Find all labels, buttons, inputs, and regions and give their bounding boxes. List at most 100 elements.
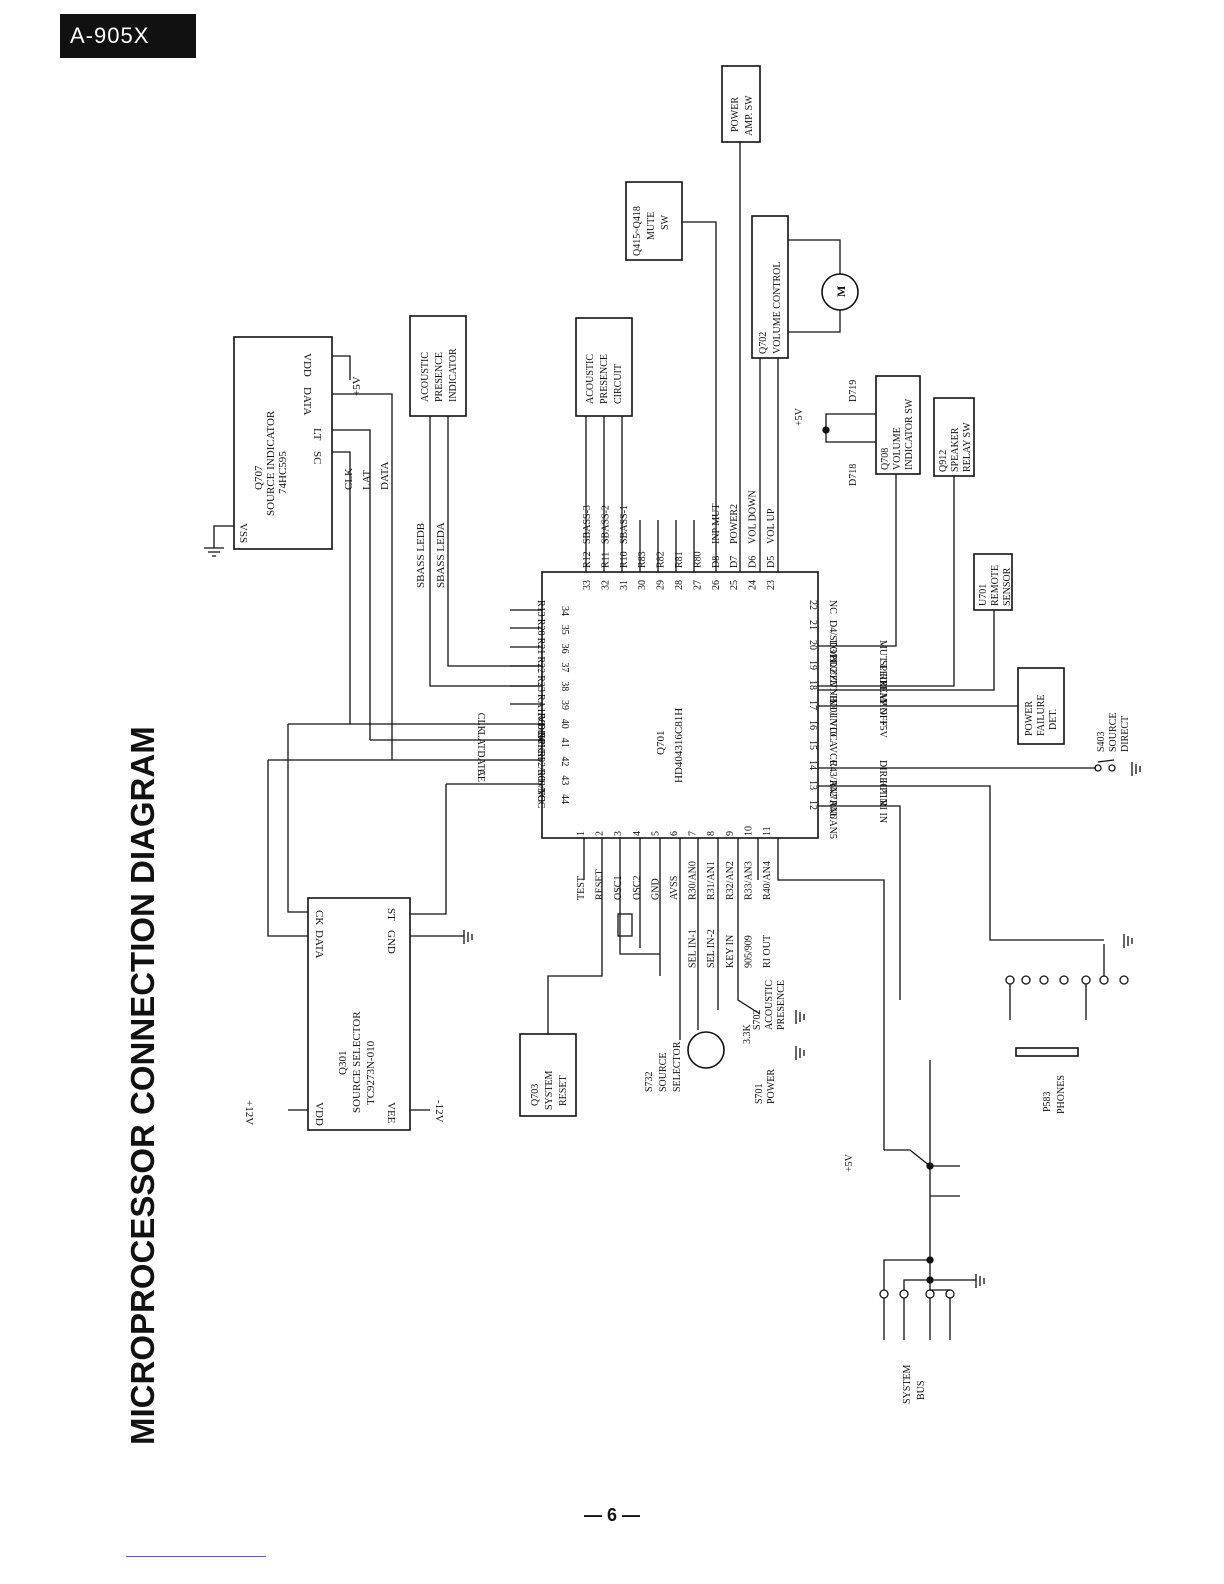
mcu-pin-num: 42 [559,756,570,766]
mcu-pin-signal: VOL DOWN [748,490,759,544]
mcu-pin-name: R40/AN4 [762,861,773,900]
mcu-pin-name: R33/AN3 [743,861,754,900]
mcu-pin-num: 38 [559,681,570,691]
svg-text:CLK: CLK [343,468,355,490]
diode-d719-label: D719 [848,380,859,402]
svg-text:SOURCE: SOURCE [1108,713,1119,752]
volume-control-box: Q702 VOLUME CONTROL M [751,215,859,359]
mcu-pin-num: 2 [595,831,606,836]
mcu-pin-num: 27 [692,580,703,590]
mcu-pin-signal: P OFF [877,700,888,726]
mcu-pin-name: R32/AN2 [725,861,736,900]
mcu-pin-num: 12 [807,800,818,810]
svg-text:RELAY SW: RELAY SW [962,422,973,472]
ground-symbols [204,547,1141,1288]
remote-sensor-box: U701 REMOTE SENSOR [973,553,1013,611]
mcu-pin-name: D4/STOPC [827,620,838,666]
svg-text:PRESENCE: PRESENCE [599,354,610,404]
diode-d718-label: D718 [848,464,859,486]
system-reset-box: Q703 SYSTEM RESET [519,1033,577,1117]
mcu-pin-num: 34 [559,606,570,616]
mcu-pin-num: 36 [559,644,570,654]
svg-text:DATA: DATA [313,930,325,959]
mcu-pin-num: 7 [688,831,699,836]
mcu-pin-num: 8 [706,831,717,836]
mcu-pin-signal: SP RELAY [877,660,888,706]
mcu-pin-name: RESET [595,869,606,900]
svg-text:S701: S701 [754,1083,765,1104]
mcu-pin-name: AVSS [669,876,680,900]
acoustic-circuit-box: ACOUSTIC PRESENCE CIRCUIT [575,317,633,417]
svg-text:SOURCE INDICATOR: SOURCE INDICATOR [265,410,277,516]
svg-text:VDD: VDD [313,1102,325,1126]
mcu-pin-name: R21 [535,638,546,655]
mcu-pin-signal: LAT [475,732,486,750]
mcu-pin-signal: KEY IN [725,935,736,968]
mcu-pin-num: 1 [576,831,587,836]
svg-text:ACOUSTIC: ACOUSTIC [764,980,775,1030]
mcu-pin-name: R41/AN5 [827,800,838,839]
mcu-pin-name: R83 [637,551,648,568]
mcu-pin-num: 37 [559,662,570,672]
mcu-pin-signal: VOL UP [766,508,777,544]
mcu-pin-signal: SBASS-2 [600,505,611,544]
svg-text:SYSTEM: SYSTEM [544,1070,555,1110]
mcu-pin-signal: SEL IN-2 [706,929,717,968]
svg-text:FAILURE: FAILURE [1036,695,1047,736]
svg-text:U701: U701 [978,584,989,606]
mcu-pin-num: 33 [582,580,593,590]
mcu-pin-signal: SBASS-1 [619,505,630,544]
svg-text:POWER: POWER [766,1069,777,1104]
mcu-pin-name: R22 [535,656,546,673]
svg-text:SELECTOR: SELECTOR [672,1041,683,1092]
mcu-pin-name: R02/SO [535,750,546,782]
mcu-pin-signal: CE [475,769,486,782]
svg-text:VEE: VEE [385,1102,397,1124]
mcu-pin-name: R01/SI [535,732,546,760]
mcu-pin-signal: SBASS-3 [582,505,593,544]
mcu-pin-num: 41 [559,738,570,748]
svg-text:DATA: DATA [301,387,313,416]
svg-text:AMP. SW: AMP. SW [744,95,755,136]
mcu-pin-name: R42/AN6 [827,780,838,819]
source-direct-switch: S403 SOURCE DIRECT [1094,713,1131,772]
mcu-pin-name: R00/SCK [535,713,546,753]
resistor-3k3-label: 3.3K [742,1024,753,1045]
svg-text:LT: LT [311,428,323,441]
svg-text:LAT: LAT [361,470,373,490]
svg-text:GND: GND [385,930,397,954]
mcu-pin-name: NC [827,600,838,614]
mcu-pin-signal: DIRECT [877,760,888,796]
mcu-pin-name: R23 [535,675,546,692]
q301-source-selector: Q301 SOURCE SELECTOR TC9273N-010 CK DATA… [243,897,445,1131]
mcu-pin-num: 13 [807,780,818,790]
mcu-pin-num: 30 [637,580,648,590]
mcu-pin-num: 23 [766,580,777,590]
power-amp-sw-box: POWER AMP. SW [721,65,761,143]
svg-text:SYSTEM: SYSTEM [902,1364,913,1404]
svg-text:ACOUSTIC: ACOUSTIC [585,354,596,404]
svg-text:SW: SW [660,214,671,230]
wiring [213,142,1129,1340]
svg-text:74HC595: 74HC595 [277,451,289,494]
mcu-pin-name: R30/AN0 [688,861,699,900]
mcu-pin-name: R82 [656,551,667,568]
svg-text:+12V: +12V [243,1100,255,1125]
svg-text:INDICATOR SW: INDICATOR SW [904,398,915,470]
svg-text:Q702: Q702 [758,332,769,354]
svg-text:SOURCE SELECTOR: SOURCE SELECTOR [351,1011,363,1113]
mcu-pin-name: AVCC [827,740,838,767]
mcu-pin-num: 25 [729,580,740,590]
mcu-pin-num: 29 [656,580,667,590]
mcu-pin-num: 26 [711,580,722,590]
mcu-pin-num: 19 [807,660,818,670]
mcu-pin-name: D3/BUZZ [827,640,838,681]
svg-text:Q707: Q707 [253,465,265,490]
svg-text:SC: SC [311,451,323,464]
svg-text:PHONES: PHONES [1056,1075,1067,1114]
mcu-pin-signal: POWER2 [729,504,740,544]
mcu-pin-name: NC [535,788,546,802]
mcu-pin-name: D7 [729,556,740,568]
mcu-pin-num: 31 [619,580,630,590]
svg-text:DIRECT: DIRECT [1120,716,1131,752]
